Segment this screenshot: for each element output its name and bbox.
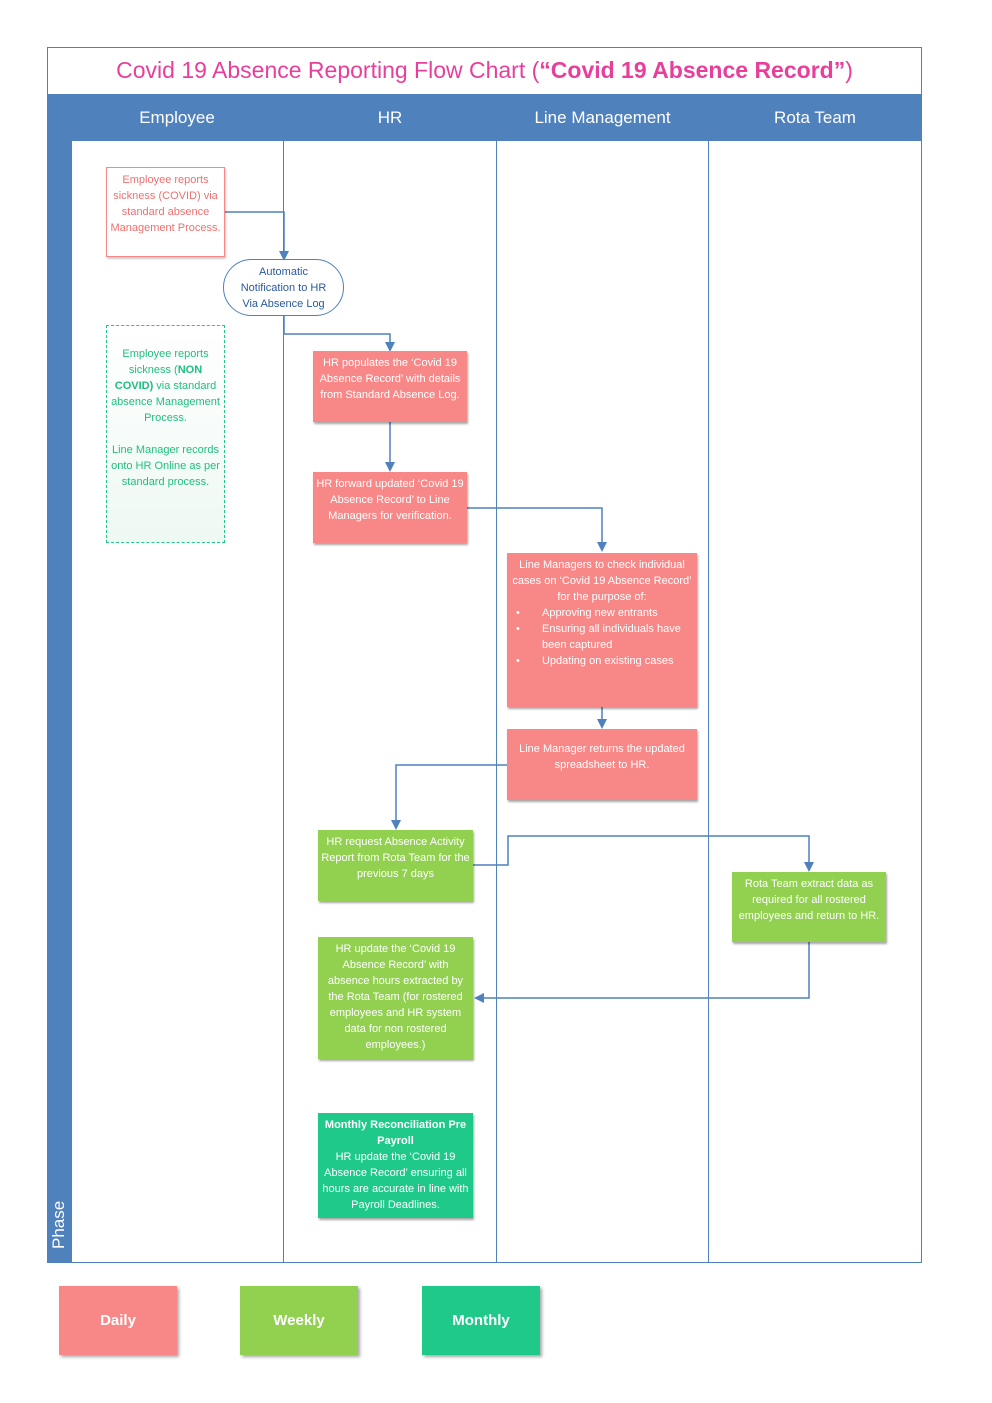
lm-check-box: Line Managers to check individual cases … [507, 553, 697, 707]
hr-populate-box: HR populates the ‘Covid 19 Absence Recor… [313, 351, 467, 422]
monthly-reconciliation-title: Monthly Reconciliation Pre Payroll [324, 1119, 467, 1147]
lm-check-item: Approving new entrants [512, 605, 696, 621]
rota-extract-text: Rota Team extract data as required for a… [738, 878, 880, 922]
title-main: Covid 19 Absence Reporting Flow Chart ( [116, 57, 540, 83]
lane-header-employee: Employee [139, 108, 215, 127]
employee-covid-report-box: Employee reports sickness (COVID) via st… [106, 167, 225, 257]
employee-covid-report-text: Employee reports sickness (COVID) via st… [110, 174, 221, 234]
diagram-frame [47, 47, 922, 1263]
lm-check-list: Approving new entrants Ensuring all indi… [508, 605, 696, 669]
arrow-forward-to-check [467, 507, 607, 552]
hr-forward-box: HR forward updated ‘Covid 19 Absence Rec… [313, 472, 467, 543]
monthly-reconciliation-box: Monthly Reconciliation Pre Payroll HR up… [318, 1113, 473, 1218]
diagram-title: Covid 19 Absence Reporting Flow Chart (“… [47, 47, 922, 95]
legend-daily: Daily [59, 1286, 177, 1355]
non-covid-text-bold: NON COVID) [114, 364, 203, 392]
non-covid-text-2: via standard absence Management Process. [111, 380, 220, 424]
monthly-reconciliation-text: HR update the ‘Covid 19 Absence Record’ … [322, 1151, 469, 1211]
arrow-return-to-request [391, 764, 508, 830]
lane-divider [71, 141, 72, 1262]
arrow-request-to-rota [473, 835, 814, 872]
title-emphasis: “Covid 19 Absence Record” [539, 57, 846, 83]
arrow-emp-to-notify [225, 211, 289, 261]
legend-monthly: Monthly [422, 1286, 540, 1355]
phase-bar [48, 95, 71, 1262]
lane-header-hr: HR [377, 108, 403, 127]
lane-header-rota-team: Rota Team [774, 108, 856, 127]
arrow-notify-to-populate [283, 316, 395, 352]
lm-check-item: Updating on existing cases [512, 653, 696, 669]
employee-non-covid-text: Employee reports sickness (NON COVID) vi… [110, 346, 221, 426]
title-end: ) [845, 57, 853, 83]
hr-populate-text: HR populates the ‘Covid 19 Absence Recor… [319, 357, 461, 401]
rota-extract-box: Rota Team extract data as required for a… [732, 872, 886, 942]
lane-header-line-management: Line Management [534, 108, 671, 127]
legend-weekly: Weekly [240, 1286, 358, 1355]
lane-divider [283, 95, 284, 1262]
hr-request-text: HR request Absence Activity Report from … [321, 836, 470, 880]
hr-update-box: HR update the ‘Covid 19 Absence Record’ … [318, 937, 473, 1059]
lane-divider [708, 95, 709, 1262]
automatic-notification-oval: Automatic Notification to HR Via Absence… [223, 259, 344, 316]
arrow-rota-to-update [474, 942, 810, 1003]
lm-return-box: Line Manager returns the updated spreads… [507, 729, 697, 800]
line-manager-records-text: Line Manager records onto HR Online as p… [111, 444, 220, 488]
employee-non-covid-report-box: Employee reports sickness (NON COVID) vi… [106, 325, 225, 543]
lm-return-text: Line Manager returns the updated spreads… [519, 743, 685, 771]
lane-divider [496, 95, 497, 1262]
hr-forward-text: HR forward updated ‘Covid 19 Absence Rec… [316, 478, 464, 522]
lm-check-item: Ensuring all individuals have been captu… [512, 621, 696, 653]
hr-update-text: HR update the ‘Covid 19 Absence Record’ … [327, 943, 464, 1051]
lm-check-intro-text: Line Managers to check individual cases … [512, 559, 692, 603]
automatic-notification-text: Automatic Notification to HR Via Absence… [240, 265, 327, 310]
hr-request-box: HR request Absence Activity Report from … [318, 830, 473, 901]
non-covid-text-1: Employee reports sickness ( [122, 348, 209, 376]
